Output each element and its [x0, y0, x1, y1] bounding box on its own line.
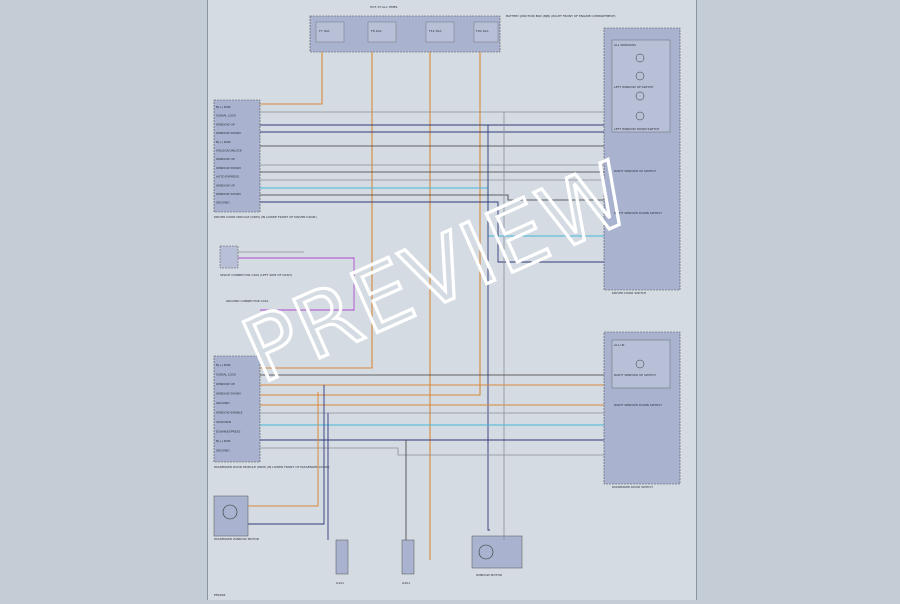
wire — [487, 125, 490, 531]
fuse-3: F14 30A — [425, 21, 455, 43]
module-row-label: WINDOW DOWN — [216, 392, 241, 396]
driver-door-module: B(+) RUN SIGNAL LOCK WINDOW UP WINDOW DOWN B… — [213, 99, 317, 219]
window-motor: WINDOW MOTOR — [471, 535, 523, 577]
module-row-label: WINDOW UP — [216, 157, 235, 161]
wire — [260, 447, 604, 456]
fuse-box: HOT AT ALL TIMES BATTERY JUNCTION BOX (B… — [309, 5, 616, 53]
module-row-label: GROUND — [216, 449, 230, 453]
module-row-label: AUTO EXPRESS — [216, 175, 239, 179]
fuse-box-note: BATTERY JUNCTION BOX (BJB) (RIGHT FRONT … — [506, 14, 616, 18]
module-row-label: SIGNAL LOCK — [216, 114, 237, 118]
module-row-label: B(+) RUN — [216, 363, 230, 367]
wire — [248, 392, 319, 507]
fuse-2: F8 10A — [367, 21, 397, 43]
driver-door-switch: DRIVER DOOR SWITCH ALL WINDOWS LEFT WINDO… — [603, 27, 681, 295]
driver-switch-items: ALL WINDOWS LEFT WINDOW UP SWITCH LEFT WIN… — [614, 43, 662, 215]
switch-item-label: RIGHT WINDOW UP SWITCH — [614, 169, 656, 173]
wire — [238, 257, 355, 311]
passenger-module-rows: B(+) RUN SIGNAL LOCK WINDOW UP WINDOW DOWN G… — [216, 363, 243, 453]
module-row-label: WINDOW DOWN — [216, 192, 241, 196]
wire — [260, 52, 323, 105]
passenger-switch-items: ALL UP RIGHT WINDOW UP SWITCH RIGHT WINDOW… — [614, 343, 662, 407]
fuse-box-header: HOT AT ALL TIMES — [370, 5, 398, 9]
fuse-4: F40 10A — [473, 21, 499, 43]
passenger-module-caption: PASSENGER DOOR MODULE (PDM) (IN LOWER FR… — [214, 465, 329, 469]
passenger-door-switch: PASSENGER DOOR SWITCH ALL UP RIGHT WINDOW… — [603, 331, 681, 489]
ground-block-2: G201 — [401, 539, 415, 585]
ground-label: G201 — [402, 581, 410, 585]
module-row-label: GROUND — [216, 401, 230, 405]
wiring-diagram: HOT AT ALL TIMES BATTERY JUNCTION BOX (B… — [213, 5, 681, 597]
switch-item-label: RIGHT WINDOW DOWN SWITCH — [614, 211, 662, 215]
switch-item-label: LEFT WINDOW UP SWITCH — [614, 85, 653, 89]
wire — [260, 52, 481, 396]
splice-connector: SPLICE CONNECTOR C400 (LEFT SIDE OF DASH… — [219, 245, 292, 303]
switch-item-label: ALL UP — [614, 343, 625, 347]
module-row-label: WINDOW UP — [216, 122, 235, 126]
module-row-label: DOWN/EXPRESS — [216, 430, 241, 434]
module-row-label: UP/DOWN — [216, 420, 231, 424]
wire — [248, 385, 325, 525]
module-row-label: SIGNAL LOCK — [216, 373, 237, 377]
module-row-label: B(+) RUN — [216, 105, 230, 109]
module-row-label: B(+) RUN — [216, 140, 230, 144]
driver-module-rows: B(+) RUN SIGNAL LOCK WINDOW UP WINDOW DOWN B… — [216, 105, 243, 205]
module-row-label: WINDOW DOWN — [216, 166, 241, 170]
fuse-1: F7 30A — [315, 21, 345, 43]
ground-label: G101 — [336, 581, 344, 585]
ground-block-1: G101 — [335, 539, 349, 585]
passenger-switch-caption: PASSENGER DOOR SWITCH — [612, 485, 653, 489]
module-row-label: B(+) RUN — [216, 439, 230, 443]
module-row-label: WINDOW ENABLE — [216, 411, 243, 415]
footer-code: E89046 — [214, 593, 226, 597]
wire — [260, 201, 604, 263]
fuse-label: F8 10A — [371, 29, 382, 33]
switch-item-label: ALL WINDOWS — [614, 43, 636, 47]
module-row-label: WINDOW DOWN — [216, 131, 241, 135]
fuse-label: F14 30A — [429, 29, 442, 33]
switch-item-label: RIGHT WINDOW DOWN SWITCH — [614, 403, 662, 407]
passenger-window-motor: PASSENGER WINDOW MOTOR — [213, 495, 259, 541]
motor-label: WINDOW MOTOR — [476, 573, 502, 577]
driver-switch-caption: DRIVER DOOR SWITCH — [612, 291, 646, 295]
switch-item-label: LEFT WINDOW DOWN SWITCH — [614, 127, 659, 131]
fuse-label: F7 30A — [319, 29, 330, 33]
ground-connector-note: GROUND CONNECTOR C410 — [226, 299, 269, 303]
motor-label: PASSENGER WINDOW MOTOR — [214, 537, 259, 541]
driver-module-caption: DRIVER DOOR MODULE (DDM) (IN LOWER FRONT… — [214, 215, 317, 219]
splice-note: SPLICE CONNECTOR C400 (LEFT SIDE OF DASH… — [220, 273, 292, 277]
fuse-label: F40 10A — [476, 29, 489, 33]
switch-item-label: RIGHT WINDOW UP SWITCH — [614, 373, 656, 377]
lamp-array — [635, 53, 645, 121]
wire — [260, 194, 604, 201]
module-row-label: WINDOW UP — [216, 183, 235, 187]
wire — [260, 52, 373, 369]
wire-bundle — [238, 52, 604, 560]
module-row-label: GROUND — [216, 201, 230, 205]
module-row-label: UNLOCK/UNLOCK — [216, 149, 243, 153]
passenger-door-module: B(+) RUN SIGNAL LOCK WINDOW UP WINDOW DOWN G… — [213, 355, 329, 469]
module-row-label: WINDOW UP — [216, 382, 235, 386]
wiring-diagram-sheet: HOT AT ALL TIMES BATTERY JUNCTION BOX (B… — [207, 0, 697, 600]
